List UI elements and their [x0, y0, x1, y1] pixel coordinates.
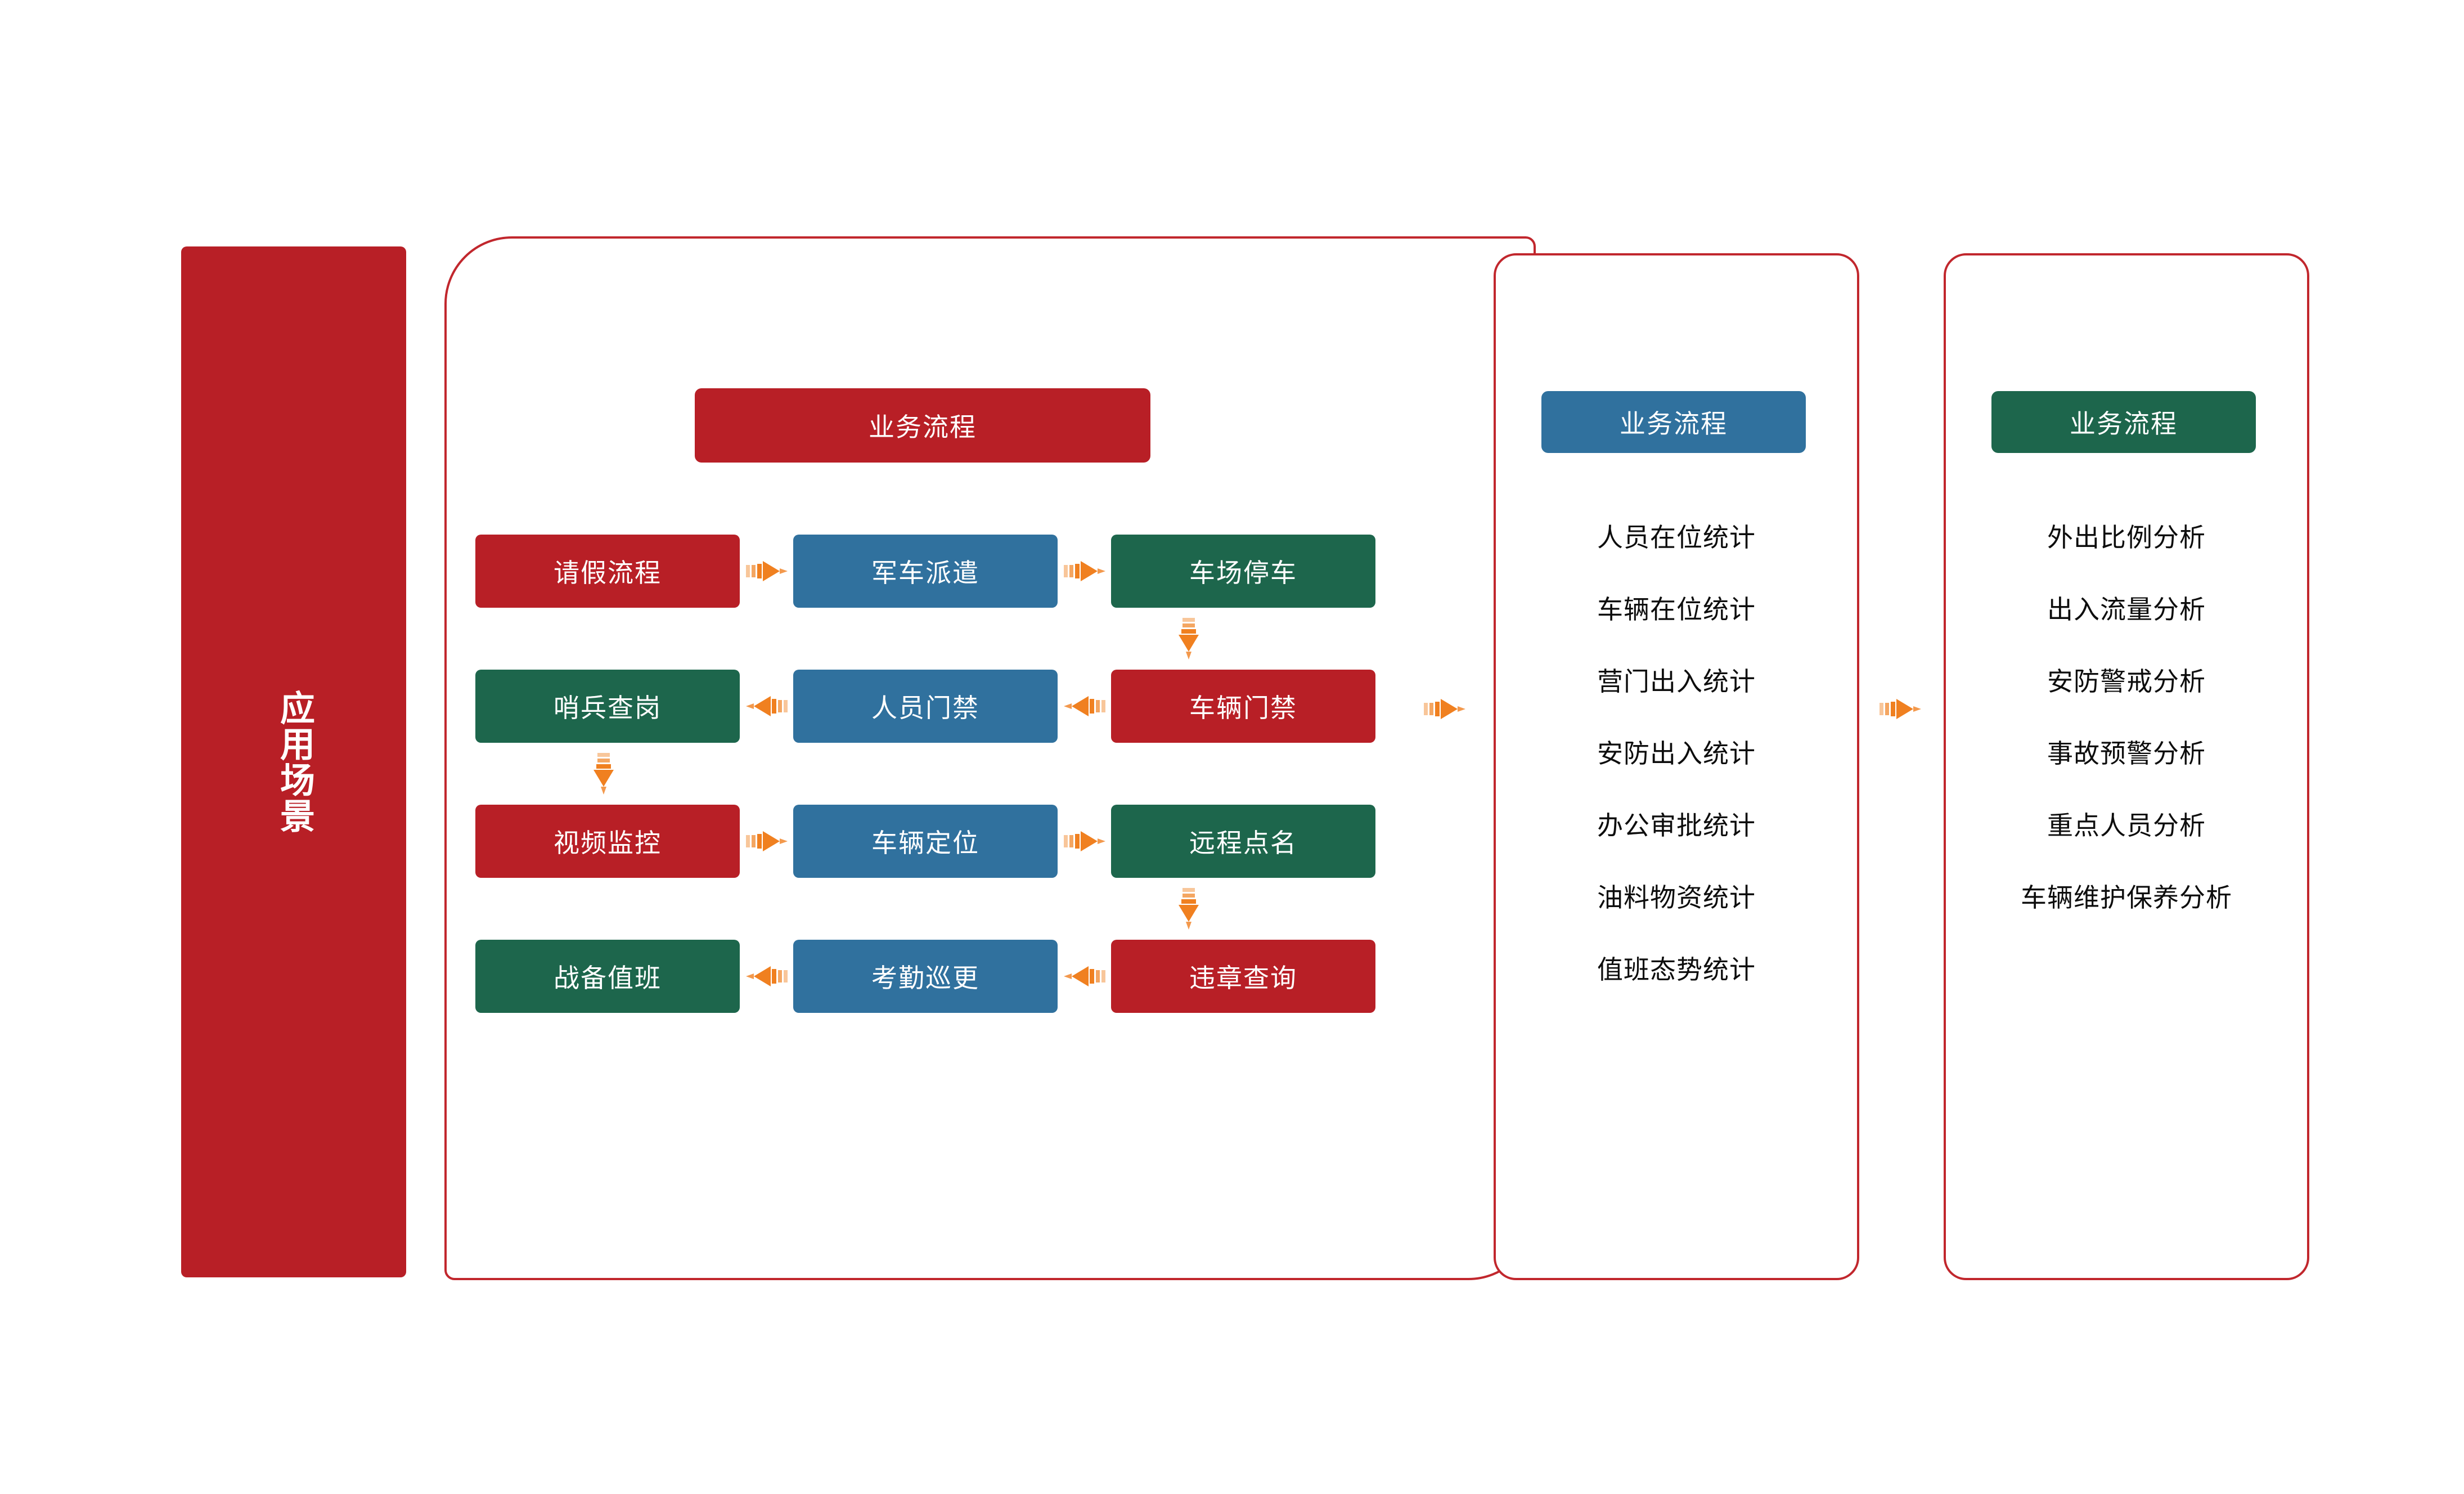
scenario-label: 应用场景: [274, 690, 313, 834]
process-box-cheliang-dingwei[interactable]: 车辆定位: [793, 805, 1058, 878]
flow-connector: [740, 557, 793, 585]
arrow-right-icon: [745, 557, 788, 585]
list-item[interactable]: 安防警戒分析: [2047, 667, 2206, 696]
list-item[interactable]: 车辆维护保养分析: [2021, 883, 2232, 912]
list-item[interactable]: 油料物资统计: [1597, 883, 1756, 912]
process-box-weizhang-chaxun[interactable]: 违章查询: [1111, 940, 1375, 1013]
list-item[interactable]: 值班态势统计: [1597, 955, 1756, 984]
process-box-cheliang-menjin[interactable]: 车辆门禁: [1111, 670, 1375, 743]
panel-connector-statistics-to-analysis: [1873, 689, 1927, 729]
arrow-down-icon: [590, 753, 618, 795]
flow-connector-vertical: [1162, 878, 1215, 940]
process-box-renyuan-menjin[interactable]: 人员门禁: [793, 670, 1058, 743]
analysis-item-list: 外出比例分析 出入流量分析 安防警戒分析 事故预警分析 重点人员分析 车辆维护保…: [1944, 521, 2309, 953]
list-item[interactable]: 外出比例分析: [2047, 523, 2206, 552]
arrow-right-icon: [745, 827, 788, 855]
flow-connector: [740, 827, 793, 855]
process-box-label: 考勤巡更: [871, 963, 979, 993]
flow-connector: [740, 962, 793, 990]
process-box-shaobing-chagang[interactable]: 哨兵查岗: [475, 670, 740, 743]
process-box-qingjia-liucheng[interactable]: 请假流程: [475, 535, 740, 608]
list-item[interactable]: 营门出入统计: [1597, 667, 1756, 696]
statistics-item-list: 人员在位统计 车辆在位统计 营门出入统计 安防出入统计 办公审批统计 油料物资统…: [1494, 521, 1859, 1025]
arrow-right-icon: [1879, 695, 1921, 723]
process-row: 哨兵查岗 人员门禁: [475, 670, 1375, 743]
flow-connector: [740, 692, 793, 720]
process-box-shipin-jiankong[interactable]: 视频监控: [475, 805, 740, 878]
arrow-down-icon: [1175, 618, 1203, 659]
process-box-yuancheng-dianming[interactable]: 远程点名: [1111, 805, 1375, 878]
arrow-left-icon: [1063, 692, 1105, 720]
process-row: 战备值班 考勤巡更: [475, 940, 1375, 1013]
process-box-label: 军车派遣: [871, 558, 979, 587]
panel-connector-process-to-statistics: [1418, 689, 1471, 729]
list-item[interactable]: 重点人员分析: [2047, 811, 2206, 840]
process-box-label: 战备值班: [554, 963, 662, 993]
process-box-junche-paiqian[interactable]: 军车派遣: [793, 535, 1058, 608]
process-box-label: 车辆定位: [871, 828, 979, 858]
process-box-label: 请假流程: [554, 558, 662, 587]
statistics-panel-header: 业务流程: [1541, 391, 1806, 453]
flow-connector: [1058, 692, 1111, 720]
process-box-label: 远程点名: [1189, 828, 1297, 858]
process-panel-header-label: 业务流程: [869, 412, 977, 442]
arrow-right-icon: [1063, 827, 1105, 855]
process-box-label: 车场停车: [1189, 558, 1297, 587]
list-item[interactable]: 出入流量分析: [2047, 595, 2206, 624]
process-box-kaoqin-xungeng[interactable]: 考勤巡更: [793, 940, 1058, 1013]
flow-connector: [1058, 557, 1111, 585]
analysis-panel-header-label: 业务流程: [2070, 409, 2178, 438]
arrow-right-icon: [1063, 557, 1105, 585]
process-box-label: 视频监控: [554, 828, 662, 858]
scenario-sidebar: 应用场景: [181, 246, 406, 1277]
arrow-left-icon: [745, 692, 788, 720]
process-flow-grid: 请假流程 军车派遣: [475, 535, 1375, 1013]
analysis-panel-header: 业务流程: [1991, 391, 2256, 453]
arrow-left-icon: [1063, 962, 1105, 990]
flow-connector-vertical: [577, 743, 630, 805]
flow-connector-vertical: [1162, 608, 1215, 670]
process-box-label: 人员门禁: [871, 693, 979, 723]
list-item[interactable]: 安防出入统计: [1597, 739, 1756, 768]
process-panel-header: 业务流程: [695, 388, 1150, 463]
process-box-label: 车辆门禁: [1189, 693, 1297, 723]
process-box-zhanbei-zhiban[interactable]: 战备值班: [475, 940, 740, 1013]
list-item[interactable]: 事故预警分析: [2047, 739, 2206, 768]
arrow-left-icon: [745, 962, 788, 990]
list-item[interactable]: 人员在位统计: [1597, 523, 1756, 552]
process-row: 视频监控 车辆定位: [475, 805, 1375, 878]
flow-connector: [1058, 962, 1111, 990]
process-box-label: 违章查询: [1189, 963, 1297, 993]
flow-connector: [1058, 827, 1111, 855]
process-box-label: 哨兵查岗: [554, 693, 662, 723]
arrow-down-icon: [1175, 888, 1203, 930]
list-item[interactable]: 办公审批统计: [1597, 811, 1756, 840]
process-row: 请假流程 军车派遣: [475, 535, 1375, 608]
arrow-right-icon: [1423, 695, 1465, 723]
list-item[interactable]: 车辆在位统计: [1597, 595, 1756, 624]
process-box-chechang-tingche[interactable]: 车场停车: [1111, 535, 1375, 608]
statistics-panel-header-label: 业务流程: [1620, 409, 1728, 438]
